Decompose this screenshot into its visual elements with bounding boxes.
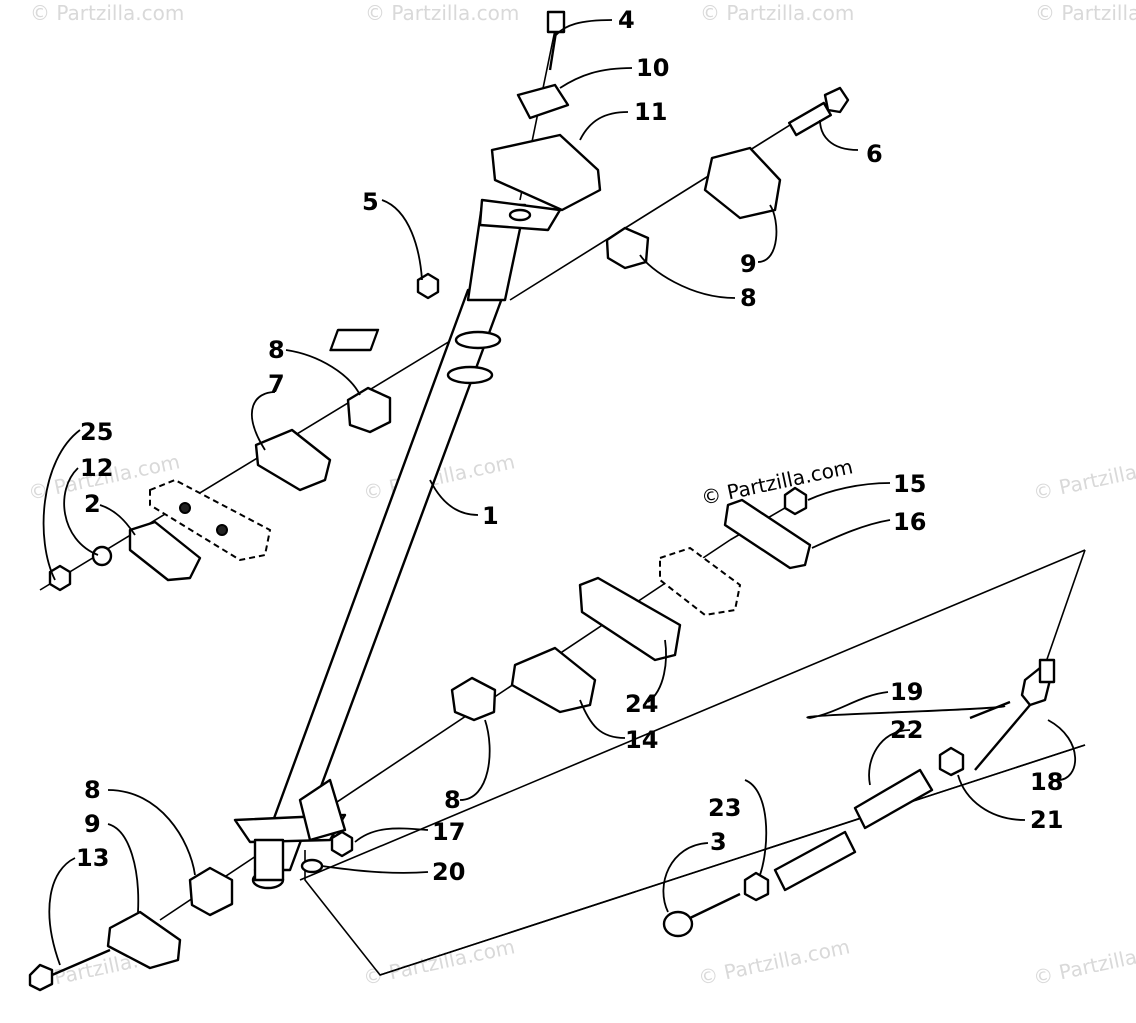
block-9-top [703,146,782,220]
bolt-4 [546,10,566,71]
callout-9-top: 9 [740,250,757,278]
callout-7: 7 [268,370,285,398]
callout-25: 25 [80,418,113,446]
bushing-8-top [605,226,650,270]
callout-2: 2 [84,490,101,518]
callout-20: 20 [432,858,465,886]
leader-lines [42,19,1077,966]
watermark: © Partzilla.com [700,1,854,25]
block-7 [254,428,332,492]
callout-18: 18 [1030,768,1063,796]
washer-20 [300,858,324,874]
callout-10: 10 [636,54,669,82]
watermark: © Partzilla.com [1035,1,1136,25]
plate-16 [723,498,812,570]
callout-4: 4 [618,6,635,34]
callout-labels: 4 10 11 6 5 9 8 8 7 25 12 2 1 15 16 24 1… [76,6,1063,886]
callout-13: 13 [76,844,109,872]
cap-10 [516,83,570,120]
callout-22: 22 [890,716,923,744]
bushing-8-bottom [188,866,234,917]
callout-1: 1 [482,502,499,530]
holder-11 [490,133,602,212]
watermark: © Partzilla.com [30,1,184,25]
bushing-8-mid [450,676,497,722]
callout-6: 6 [866,140,883,168]
callout-3: 3 [710,828,727,856]
callout-8-left: 8 [268,336,285,364]
callout-8-mid: 8 [444,786,461,814]
nut-21 [938,746,965,777]
watermark: © Partzilla.com [696,934,852,990]
bolt-13 [28,948,111,992]
callout-16: 16 [893,508,926,536]
bolt-6 [787,86,850,137]
callout-17: 17 [432,818,465,846]
bushing-8-left [346,386,392,434]
nut-25 [48,564,72,592]
callout-15: 15 [893,470,926,498]
nut-17 [330,830,354,858]
plate-outline [659,546,742,617]
bracket-outline [149,478,272,562]
watermark: © Partzilla.com [365,1,519,25]
tie-rod-end-18 [974,658,1056,771]
watermark: © Partzilla.com [1031,449,1136,505]
callout-14: 14 [625,726,658,754]
bracket-2 [128,520,202,582]
plate-24 [578,576,682,662]
watermark: © Partzilla.com [1031,934,1136,990]
block-9-bottom [106,910,182,970]
callout-8-top: 8 [740,284,757,312]
tie-rod-end-3 [662,892,741,938]
nut-5 [416,272,440,300]
callout-23: 23 [708,794,741,822]
nut-15 [783,486,808,516]
callout-5: 5 [362,188,379,216]
callout-12: 12 [80,454,113,482]
callout-9-bottom: 9 [84,810,101,838]
watermark-center: © Partzilla.com [699,454,855,510]
watermark: © Partzilla.com [361,934,517,990]
callout-24: 24 [625,690,658,718]
callout-8-bottom: 8 [84,776,101,804]
nut-23 [743,871,770,902]
steering-post [233,198,562,890]
tie-rod-22 [773,768,934,892]
block-14 [510,646,597,714]
washer-12 [91,545,113,567]
callout-21: 21 [1030,806,1063,834]
callout-19: 19 [890,678,923,706]
cotter-pin-19 [969,700,1011,720]
callout-11: 11 [634,98,667,126]
